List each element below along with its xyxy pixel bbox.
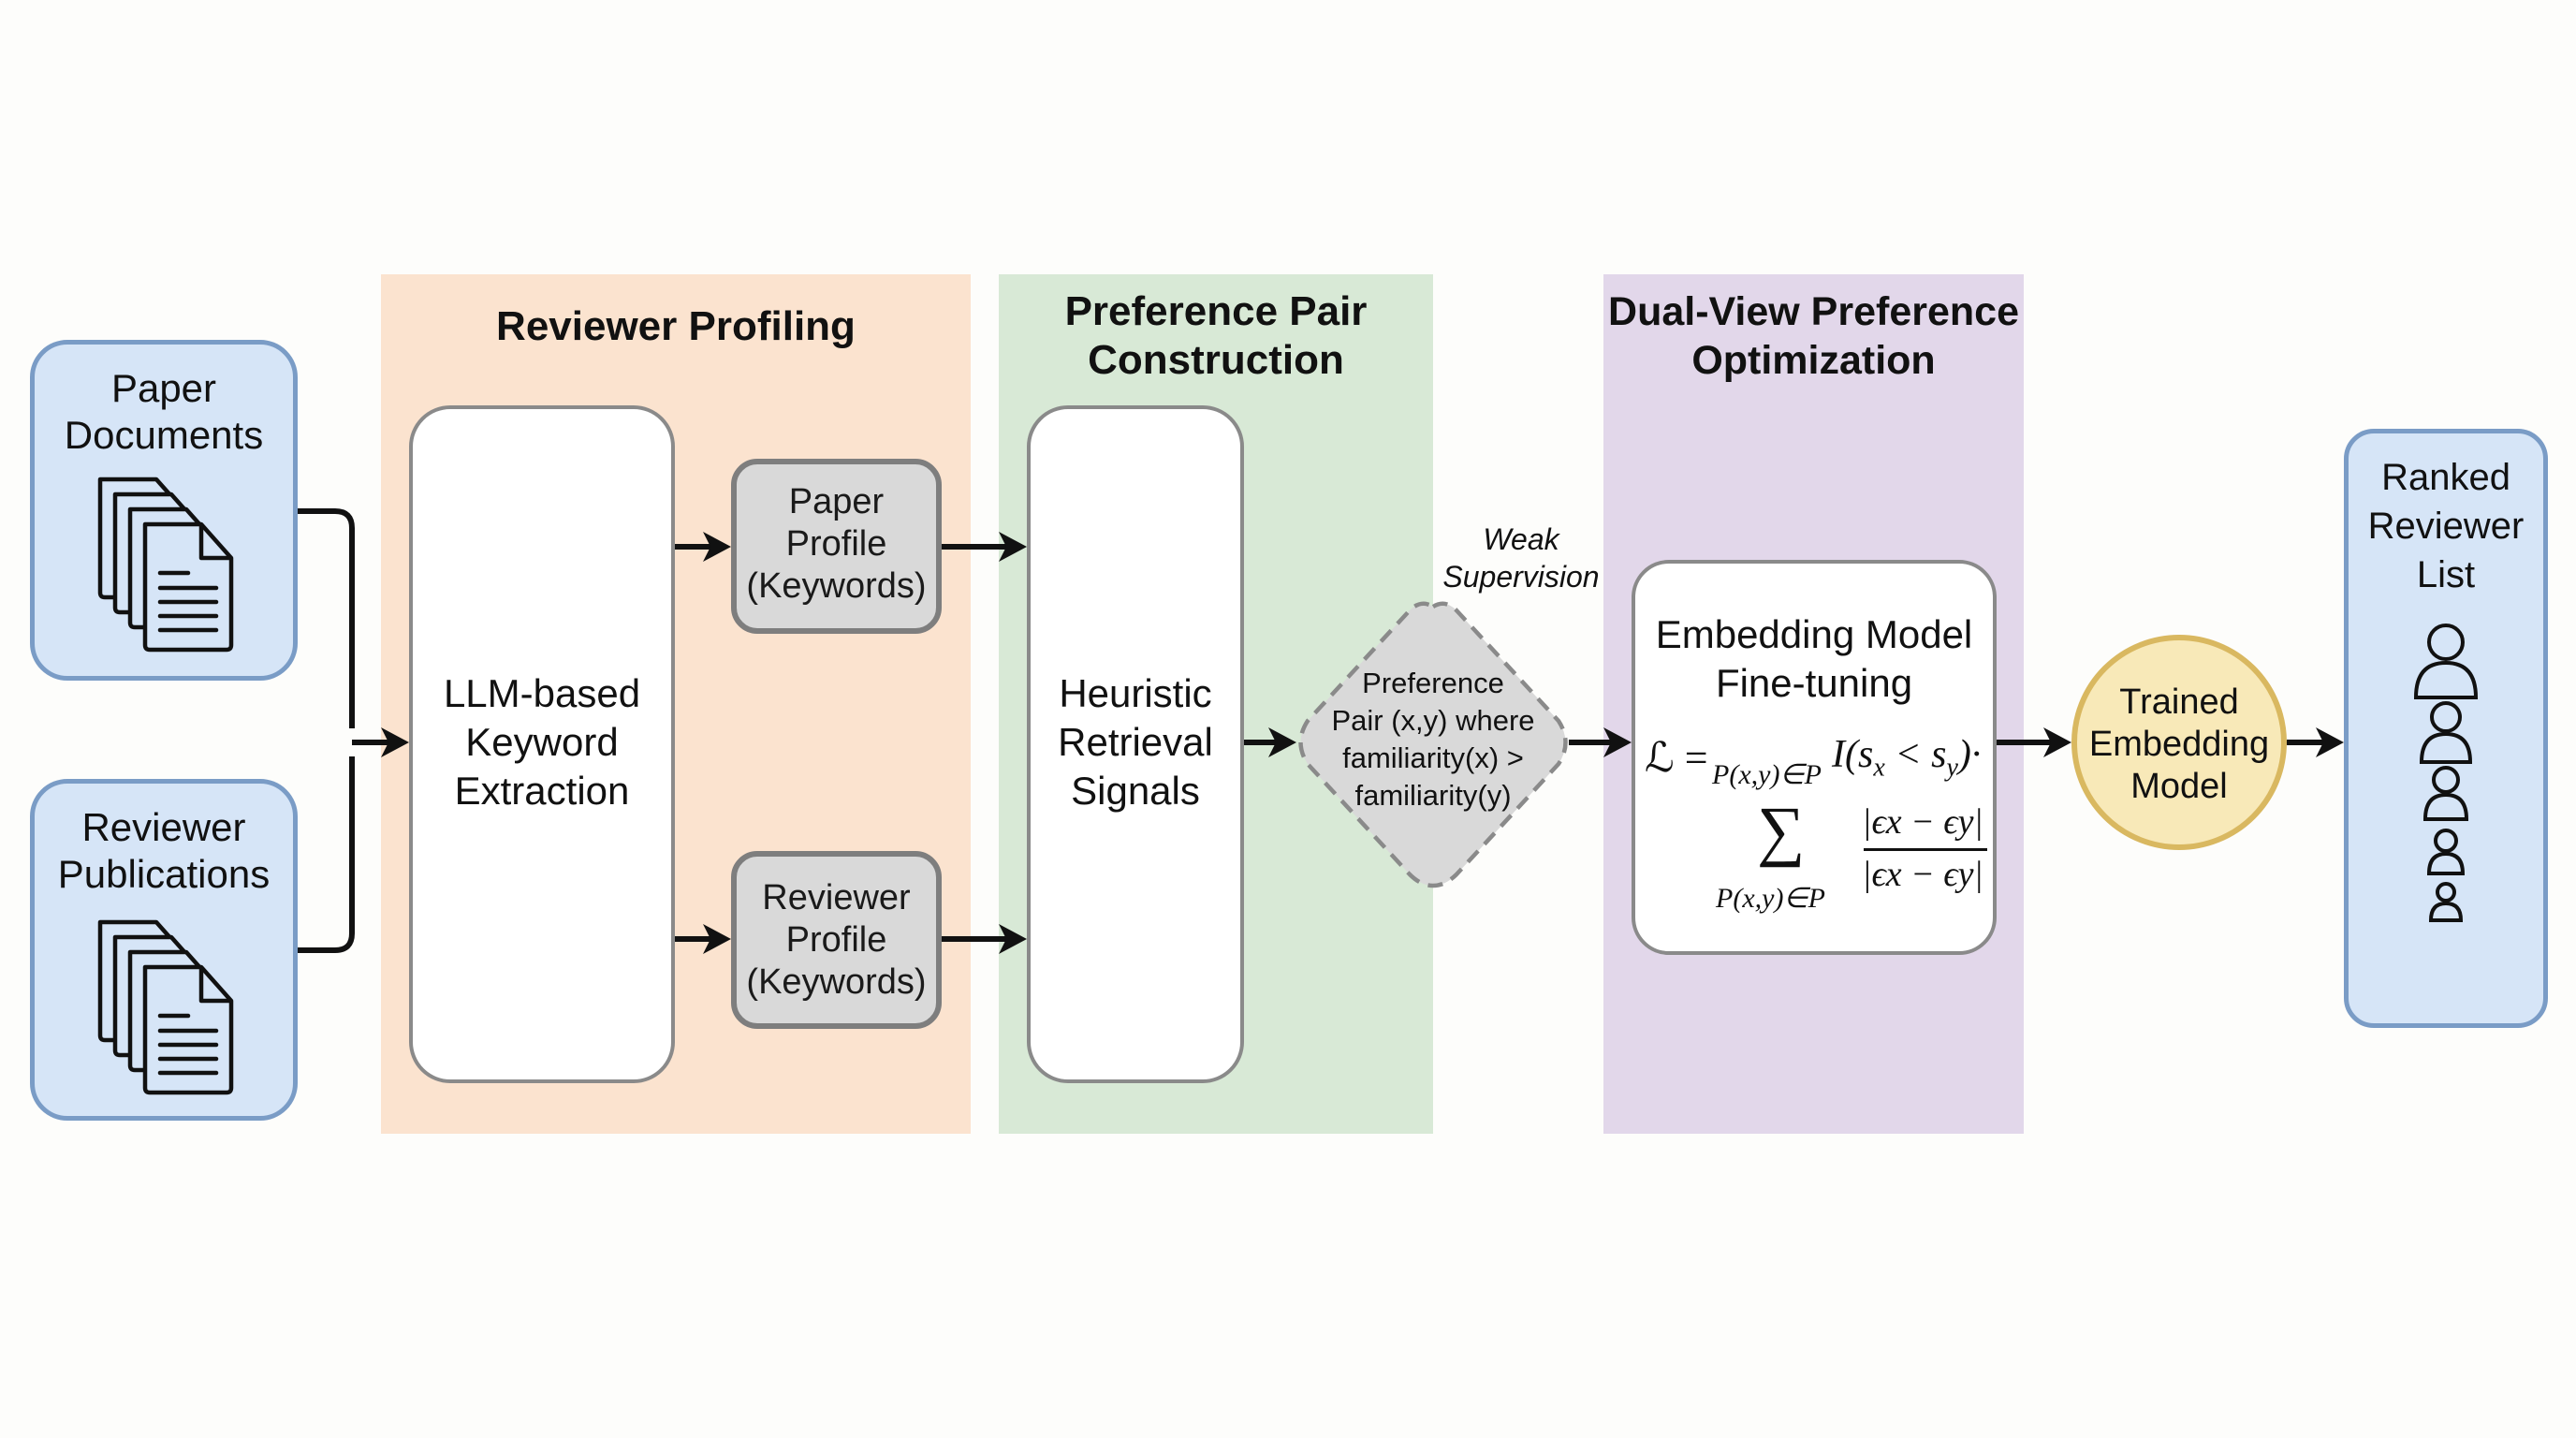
weak-supervision-line2: Supervision — [1442, 560, 1600, 594]
ranked-list-label-line1: Ranked — [2381, 457, 2510, 498]
indicator-sub-y: y — [1946, 753, 1958, 783]
keyword-extraction-label-line3: Extraction — [454, 769, 630, 813]
keyword-extraction-node[interactable]: LLM-based Keyword Extraction — [409, 405, 675, 1083]
reviewer-profiling-title: Reviewer Profiling — [496, 303, 856, 349]
sum-symbol: ∑ — [1757, 793, 1806, 868]
weak-supervision-line1: Weak — [1483, 522, 1559, 556]
fraction-denominator: |ϵx − ϵy| — [1862, 855, 1983, 894]
preference-pair-label: Preference Pair (x,y) where familiarity(… — [1310, 665, 1556, 814]
preference-pair-line4: familiarity(y) — [1354, 779, 1512, 812]
paper-profile-node[interactable]: Paper Profile (Keywords) — [731, 459, 942, 634]
indicator-close: )· — [1957, 733, 1982, 776]
paper-profile-label-line3: (Keywords) — [746, 566, 927, 606]
reviewer-icon-rank-5 — [2428, 882, 2464, 922]
preference-pair-line2: Pair (x,y) where — [1331, 704, 1535, 737]
sum-subscript: P(x,y)∈P — [1716, 883, 1825, 914]
reviewer-icon-rank-4 — [2426, 829, 2466, 875]
heuristic-retrieval-label-line2: Retrieval — [1058, 720, 1213, 764]
keyword-extraction-label-line1: LLM-based — [443, 671, 641, 715]
dual-view-title-line1: Dual-View Preference — [1608, 289, 2019, 334]
reviewer-profile-label-line2: Profile — [785, 920, 887, 960]
fraction-numerator: |ϵx − ϵy| — [1862, 802, 1983, 842]
arrowhead-icon — [2043, 727, 2071, 757]
indicator-open: I(s — [1832, 733, 1874, 776]
connector-reviewer-pubs — [298, 756, 355, 953]
reviewer-icon-rank-2 — [2419, 701, 2473, 764]
preference-pair-line1: Preference — [1362, 667, 1504, 699]
reviewer-icons — [2413, 624, 2479, 922]
preference-pair-title-line2: Construction — [1088, 337, 1344, 383]
indicator-sub-x: x — [1873, 753, 1885, 783]
loss-subscript: P(x,y)∈P — [1712, 759, 1822, 790]
heuristic-retrieval-label-line3: Signals — [1071, 769, 1200, 813]
reviewer-icon-rank-3 — [2422, 766, 2469, 821]
reviewer-publications-node[interactable]: Reviewer Publications — [30, 779, 298, 1121]
dual-view-title-line2: Optimization — [1691, 338, 1936, 383]
ranked-reviewer-list-node[interactable]: Ranked Reviewer List — [2344, 429, 2548, 1028]
paper-documents-label-line1: Paper — [110, 366, 217, 410]
document-stack-icon — [97, 477, 234, 653]
trained-model-label-line2: Embedding — [2088, 725, 2270, 764]
paper-profile-label-line1: Paper — [788, 482, 885, 521]
loss-indicator: I(sx < sy)· — [1832, 732, 1981, 783]
fraction-bar — [1864, 848, 1987, 851]
arrowhead-icon — [2316, 727, 2344, 757]
embedding-finetuning-label-line2: Fine-tuning — [1715, 661, 1913, 705]
paper-profile-label-line2: Profile — [785, 524, 887, 564]
reviewer-publications-label-line1: Reviewer — [81, 805, 246, 849]
reviewer-publications-label-line2: Publications — [57, 852, 271, 896]
preference-pair-title-line1: Preference Pair — [1064, 288, 1368, 334]
reviewer-profile-label-line1: Reviewer — [762, 878, 911, 917]
reviewer-icon-rank-1 — [2413, 624, 2479, 699]
weak-supervision-label: Weak Supervision — [1423, 521, 1619, 595]
trained-model-label-line1: Trained — [2119, 682, 2239, 722]
embedding-finetuning-label-line1: Embedding Model — [1655, 612, 1973, 656]
embedding-finetuning-node[interactable]: Embedding Model Fine-tuning ℒ = P(x,y)∈P… — [1632, 560, 1997, 955]
paper-documents-node[interactable]: Paper Documents — [30, 340, 298, 681]
trained-model-node[interactable]: Trained Embedding Model — [2071, 635, 2287, 850]
keyword-extraction-label-line2: Keyword — [465, 720, 619, 764]
connector-paper-docs — [298, 508, 355, 728]
preference-pair-line3: familiarity(x) > — [1342, 741, 1524, 774]
document-stack-icon — [97, 919, 234, 1095]
loss-lhs: ℒ = — [1645, 735, 1708, 781]
paper-documents-label-line2: Documents — [64, 413, 264, 457]
heuristic-retrieval-node[interactable]: Heuristic Retrieval Signals — [1027, 405, 1244, 1083]
ranked-list-label-line3: List — [2416, 554, 2476, 595]
ranked-list-label-line2: Reviewer — [2367, 506, 2525, 547]
indicator-lt: < s — [1884, 733, 1947, 776]
reviewer-profile-node[interactable]: Reviewer Profile (Keywords) — [731, 851, 942, 1029]
heuristic-retrieval-label-line1: Heuristic — [1059, 671, 1212, 715]
reviewer-profile-label-line3: (Keywords) — [746, 962, 927, 1002]
trained-model-label-line3: Model — [2130, 767, 2228, 806]
